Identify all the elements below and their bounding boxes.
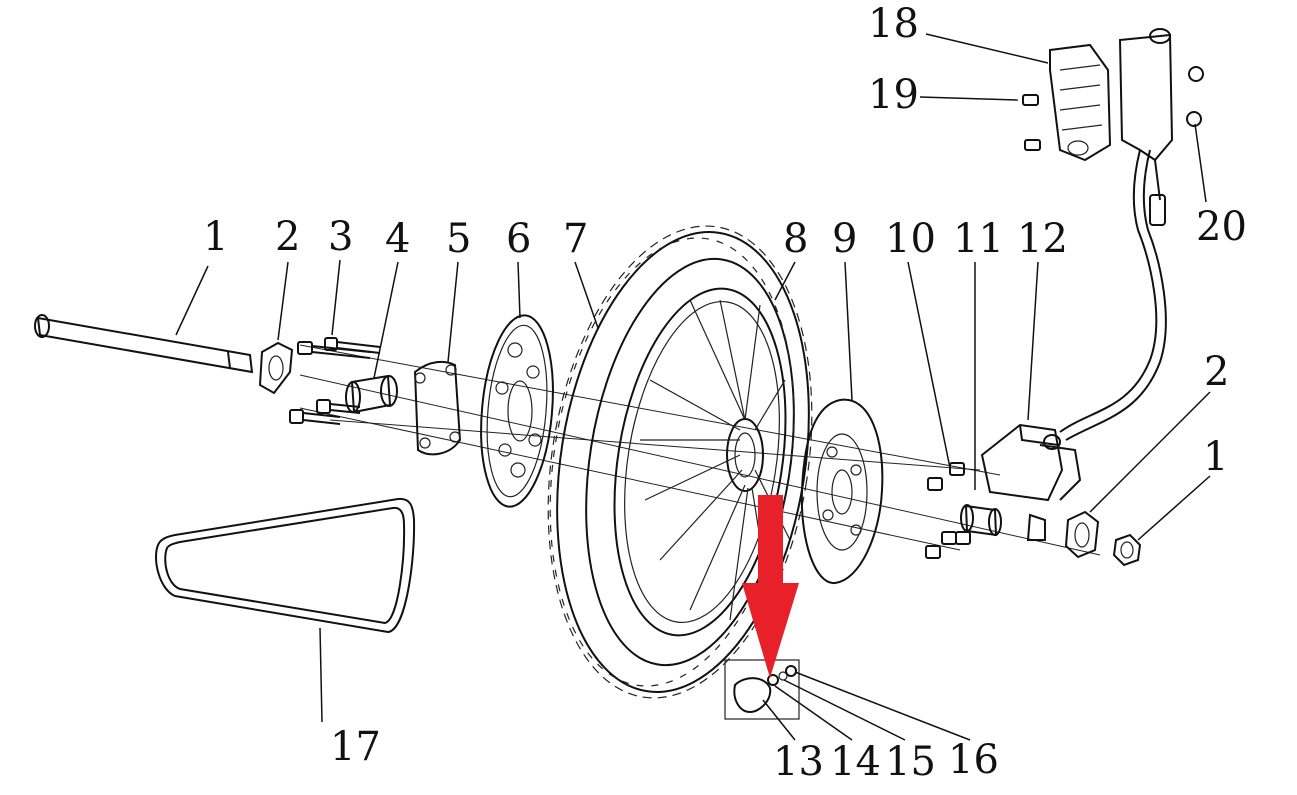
wheel-spacer bbox=[345, 374, 398, 414]
sprocket-adapter-plate bbox=[413, 360, 462, 456]
label-16: 16 bbox=[948, 737, 999, 783]
label-8: 8 bbox=[783, 216, 808, 262]
label-5: 5 bbox=[446, 216, 471, 262]
callout-labels: 1 2 3 4 5 6 7 8 9 10 11 12 2 1 13 14 15 … bbox=[203, 1, 1247, 785]
label-6: 6 bbox=[506, 216, 531, 262]
label-7: 7 bbox=[563, 216, 588, 262]
master-cylinder bbox=[1118, 28, 1174, 226]
leader-lines bbox=[175, 33, 1211, 741]
disc-bolts bbox=[925, 462, 971, 559]
label-3: 3 bbox=[328, 214, 353, 260]
brake-caliper bbox=[980, 423, 1082, 541]
label-15: 15 bbox=[885, 739, 936, 785]
master-cylinder-nuts bbox=[1186, 66, 1204, 127]
master-cylinder-bolts bbox=[1022, 94, 1041, 151]
label-13: 13 bbox=[773, 739, 824, 785]
label-2-right: 2 bbox=[1204, 349, 1229, 395]
label-18: 18 bbox=[868, 1, 919, 47]
label-9: 9 bbox=[832, 216, 857, 262]
label-10: 10 bbox=[885, 216, 936, 262]
adjuster-nut-right bbox=[1064, 510, 1100, 559]
label-11: 11 bbox=[953, 216, 1004, 262]
brake-disc bbox=[800, 398, 884, 585]
label-20: 20 bbox=[1196, 204, 1247, 250]
brake-hose bbox=[1059, 149, 1167, 441]
master-cylinder-guard bbox=[1049, 43, 1112, 162]
axle-shaft bbox=[34, 314, 254, 374]
label-2-left: 2 bbox=[275, 214, 300, 260]
highlight-arrow bbox=[742, 495, 799, 678]
right-spacer bbox=[960, 504, 1002, 537]
adjuster-nut-left bbox=[258, 341, 294, 395]
label-14: 14 bbox=[830, 739, 881, 785]
label-19: 19 bbox=[868, 72, 919, 118]
rear-sprocket bbox=[480, 314, 554, 508]
label-12: 12 bbox=[1017, 216, 1068, 262]
rear-tyre bbox=[547, 225, 813, 699]
label-4: 4 bbox=[385, 216, 410, 262]
sprocket-bolts bbox=[289, 337, 381, 425]
drive-chain bbox=[155, 497, 416, 634]
explode-center-lines bbox=[299, 344, 1101, 556]
label-1-left: 1 bbox=[203, 214, 228, 260]
valve-detail-box bbox=[724, 659, 800, 720]
axle-nut bbox=[1112, 533, 1142, 567]
label-17: 17 bbox=[330, 724, 381, 770]
label-1-right: 1 bbox=[1203, 434, 1228, 480]
